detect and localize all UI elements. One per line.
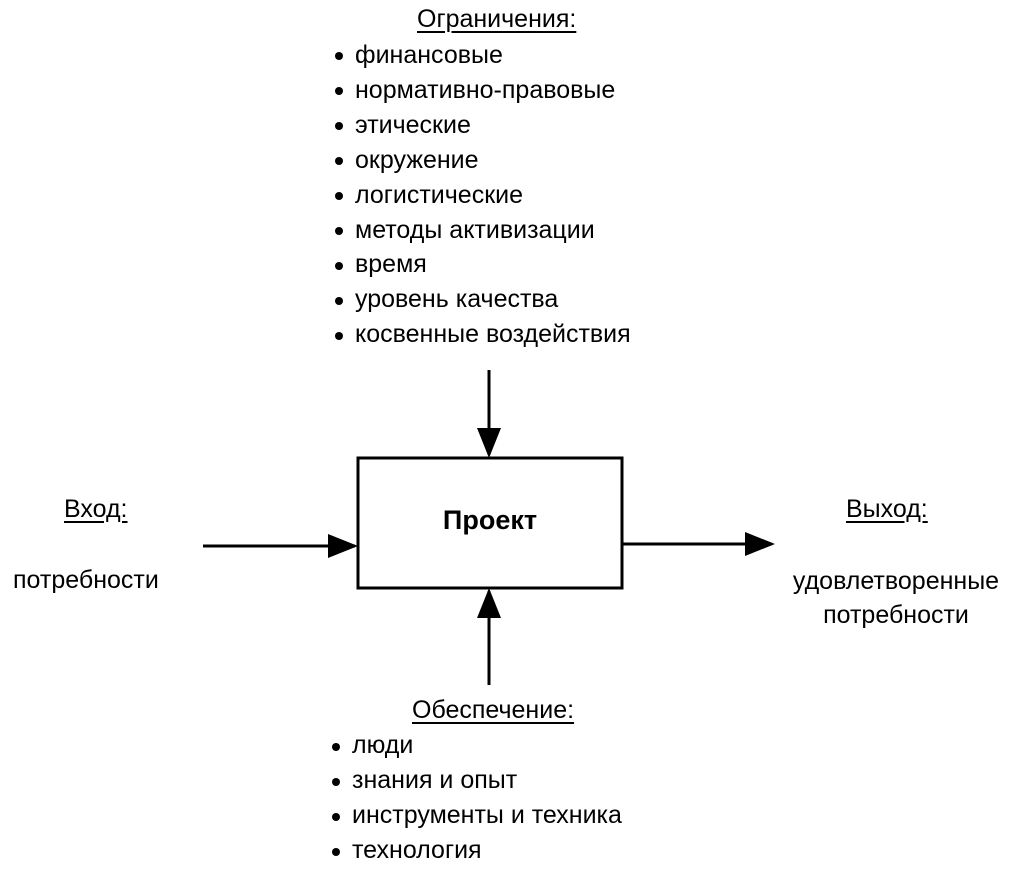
support-item: знания и опыт [330, 763, 622, 798]
support-list: люди знания и опыт инструменты и техника… [330, 728, 622, 868]
constraint-item: время [333, 247, 631, 282]
output-text-line1: удовлетворенные [792, 567, 1000, 595]
constraint-item: нормативно-правовые [333, 73, 631, 108]
support-item: инструменты и техника [330, 798, 622, 833]
constraint-item: этические [333, 108, 631, 143]
support-item: люди [330, 728, 622, 763]
input-heading: Вход: [64, 495, 128, 523]
output-heading: Выход: [846, 495, 928, 523]
constraints-heading: Ограничения: [417, 5, 577, 33]
constraint-item: финансовые [333, 38, 631, 73]
support-item: технология [330, 833, 622, 868]
input-text: потребности [13, 566, 159, 594]
process-box [356, 456, 624, 590]
constraint-item: уровень качества [333, 282, 631, 317]
support-heading: Обеспечение: [412, 696, 575, 724]
constraint-item: логистические [333, 178, 631, 213]
constraint-item: косвенные воздействия [333, 317, 631, 352]
constraints-list: финансовые нормативно-правовые этические… [333, 38, 631, 352]
output-text-line2: потребности [823, 601, 969, 629]
constraint-item: методы активизации [333, 213, 631, 248]
process-title: Проект [442, 505, 538, 535]
constraint-item: окружение [333, 143, 631, 178]
